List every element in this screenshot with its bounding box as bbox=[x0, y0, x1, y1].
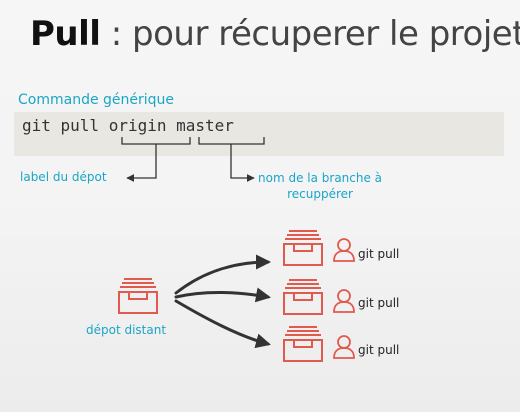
bracket-master bbox=[198, 137, 265, 182]
git-pull-label-1: git pull bbox=[358, 247, 400, 261]
local-repo-icon-3 bbox=[283, 326, 323, 362]
annotation-branch-name: nom de la branche à recuppérer bbox=[258, 170, 382, 202]
command-code: git pull origin master bbox=[22, 116, 234, 135]
slide-title: Pull : pour récuperer le projet bbox=[30, 14, 520, 54]
annotation-remote-label: label du dépot bbox=[20, 170, 107, 184]
user-icon-3 bbox=[333, 335, 355, 359]
user-icon-1 bbox=[333, 238, 355, 262]
local-repo-icon-2 bbox=[283, 279, 323, 315]
git-pull-label-3: git pull bbox=[358, 343, 400, 357]
annotation-branch-line1: nom de la branche à bbox=[258, 171, 383, 185]
command-section-label: Commande générique bbox=[18, 92, 175, 108]
remote-repo-icon bbox=[118, 278, 158, 314]
title-keyword: Pull bbox=[30, 14, 101, 54]
arrow-to-repo-3 bbox=[174, 299, 271, 349]
bracket-origin bbox=[121, 137, 191, 182]
user-icon-2 bbox=[333, 289, 355, 313]
arrow-to-repo-1 bbox=[174, 254, 271, 295]
remote-repo-label: dépot distant bbox=[86, 323, 167, 337]
title-description: : pour récuperer le projet bbox=[100, 14, 520, 54]
arrow-to-repo-2 bbox=[174, 287, 271, 303]
annotation-branch-line2: recuppérer bbox=[287, 187, 353, 201]
local-repo-icon-1 bbox=[283, 230, 323, 266]
git-pull-label-2: git pull bbox=[358, 296, 400, 310]
code-box bbox=[14, 112, 504, 156]
